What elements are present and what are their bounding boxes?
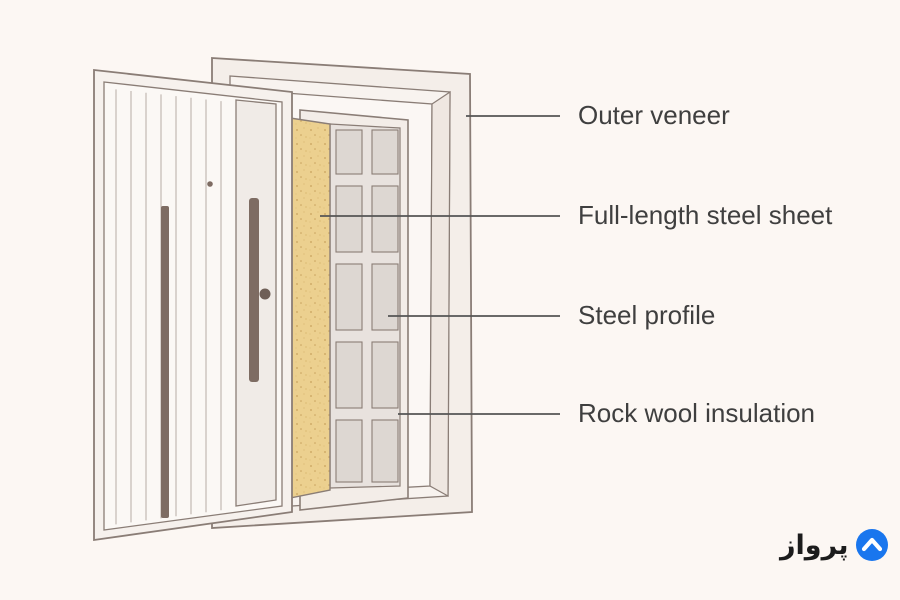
profile-cell [335,129,363,175]
door-pull-handle-right [249,198,259,382]
profile-cell [335,263,363,331]
brand-logo: پرواز [780,526,889,564]
door-pull-handle-left [161,206,169,518]
callout-lines [320,115,560,415]
label-rock-wool-insulation: Rock wool insulation [578,398,816,428]
profile-cell [371,263,399,331]
label-outer-veneer: Outer veneer [578,100,730,130]
profile-cell [335,341,363,409]
label-steel-profile: Steel profile [578,300,716,330]
door-peephole [207,181,213,187]
profile-cell [371,129,399,175]
brand-logo-text: پرواز [780,529,849,561]
label-full-length-steel-sheet: Full-length steel sheet [578,200,833,230]
profile-cell [335,185,363,253]
door-lock-knob [259,288,271,300]
profile-cell [371,419,399,483]
chevron-up-icon [855,529,888,561]
profile-cell [371,341,399,409]
door-leaf [93,68,293,542]
profile-cell [371,185,399,253]
steel-profile-grid [335,129,399,483]
profile-cell [335,419,363,483]
rock-wool-insulation-layer [289,117,331,499]
